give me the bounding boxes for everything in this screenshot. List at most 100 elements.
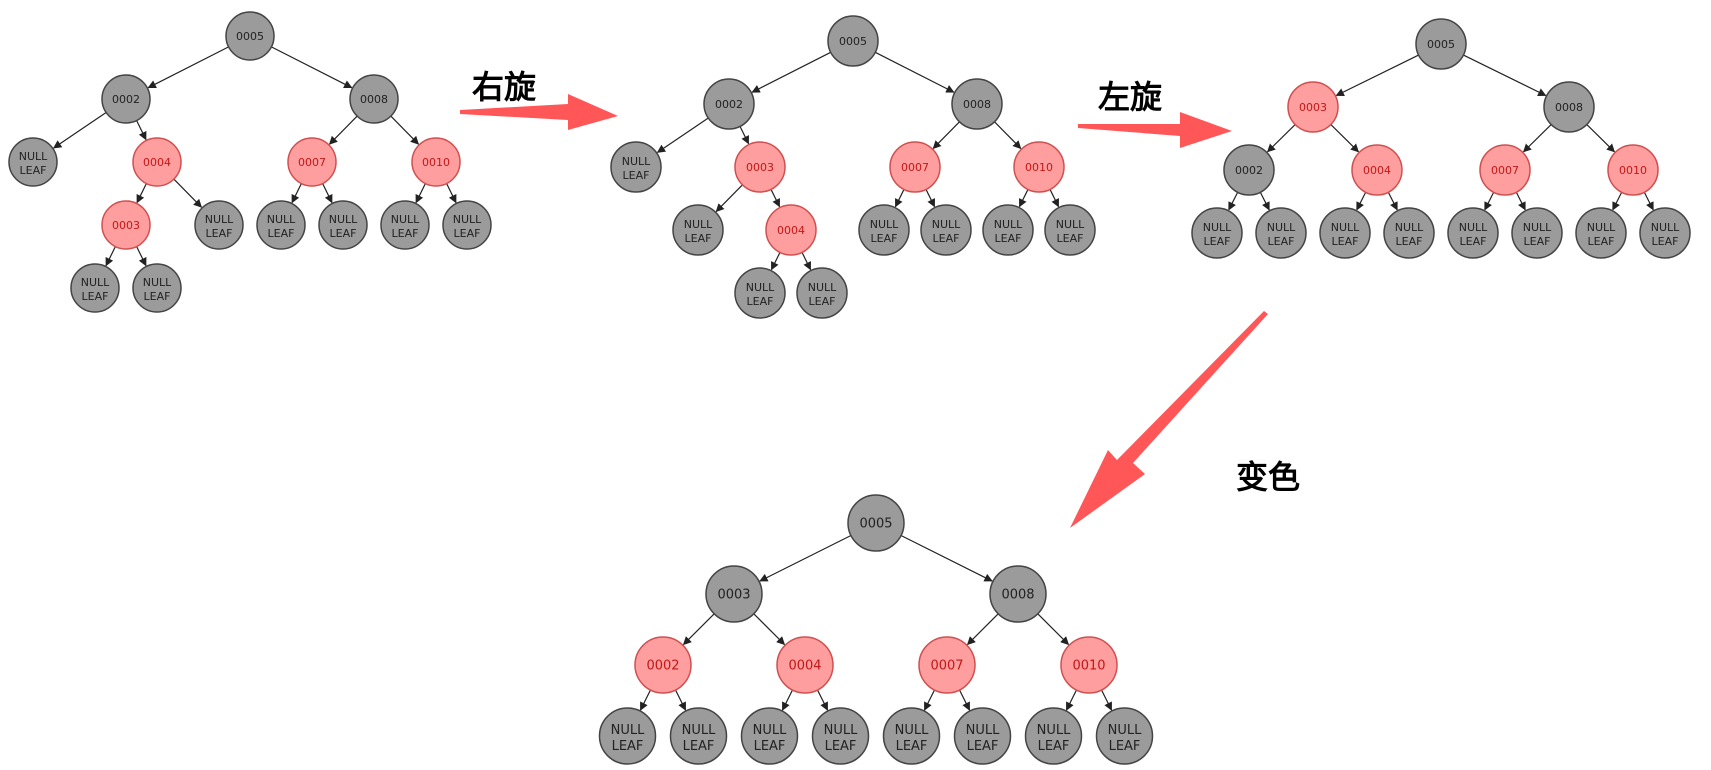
tree-edge (751, 51, 831, 93)
node-key-text: 0010 (422, 156, 450, 169)
null-leaf-text: LEAF (685, 232, 712, 245)
tree-edge (136, 246, 147, 267)
tree-edge (932, 121, 960, 150)
null-leaf-text: NULL (1587, 221, 1616, 234)
node-key-text: 0007 (298, 156, 326, 169)
null-leaf-text: LEAF (871, 232, 898, 245)
tree-edge (966, 613, 999, 646)
node-key-text: 0007 (901, 161, 929, 174)
null-leaf-text: LEAF (683, 739, 715, 754)
tree-edge (801, 252, 812, 271)
node-key-text: 0004 (1363, 164, 1391, 177)
null-leaf-text: LEAF (268, 227, 295, 240)
node-key-text: 0003 (717, 588, 750, 603)
tree-edge (446, 183, 457, 204)
null-leaf-text: LEAF (995, 232, 1022, 245)
node-key-text: 0004 (777, 224, 805, 237)
tree-node-0007-red: 0007 (889, 141, 941, 193)
null-leaf-text: LEAF (1268, 235, 1295, 248)
null-leaf-text: NULL (895, 723, 929, 738)
null-leaf-text: NULL (1459, 221, 1488, 234)
null-leaf-text: NULL (932, 218, 961, 231)
tree-edge (770, 189, 781, 208)
tree-edge (105, 246, 116, 267)
null-leaf-text: LEAF (392, 227, 419, 240)
null-leaf-text: NULL (1267, 221, 1296, 234)
tree-node-0002-black: 0002 (101, 74, 151, 124)
null-leaf-text: NULL (994, 218, 1023, 231)
tree-edge (781, 689, 794, 711)
tree-edge (994, 121, 1022, 150)
tree-edge (1335, 54, 1419, 97)
tree-node-0005-black: 0005 (1415, 18, 1467, 70)
null-leaf-text: LEAF (144, 290, 171, 303)
tree-edge (1586, 124, 1616, 153)
null-leaf-text: NULL (1651, 221, 1680, 234)
tree-edge (1330, 124, 1360, 153)
tree-node-0002-black: 0002 (703, 78, 755, 130)
tree-edge (925, 189, 936, 208)
tree-node-0005-black: 0005 (847, 494, 905, 552)
tree-node-0008-black: 0008 (1543, 81, 1595, 133)
tree-node-0003-red: 0003 (734, 141, 786, 193)
tree-node-0003-red: 0003 (101, 200, 151, 250)
tree-edge (739, 126, 750, 145)
null-leaf-text: LEAF (206, 227, 233, 240)
node-key-text: 0002 (1235, 164, 1263, 177)
tree-edge (674, 689, 687, 711)
tree-edge (1018, 189, 1029, 208)
null-leaf-text: LEAF (1396, 235, 1423, 248)
null-leaf-text: LEAF (967, 739, 999, 754)
null-leaf-text: NULL (622, 155, 651, 168)
null-leaf-text: NULL (267, 213, 296, 226)
null-leaf-text: NULL (1395, 221, 1424, 234)
null-leaf-text: NULL (966, 723, 1000, 738)
null-leaf-text: LEAF (754, 739, 786, 754)
null-leaf-text: LEAF (1109, 739, 1141, 754)
tree-after-right-rotation: 00050002NULLLEAF0003NULLLEAF0004NULLLEAF… (610, 15, 1096, 319)
tree-edge (415, 183, 426, 204)
node-key-text: 0002 (715, 98, 743, 111)
tree-node-0010-red: 0010 (1060, 636, 1118, 694)
null-leaf-text: LEAF (747, 295, 774, 308)
tree-node-0010-red: 0010 (1013, 141, 1065, 193)
tree-node-0003-black: 0003 (705, 565, 763, 623)
tree-edge (656, 117, 709, 153)
tree-edge (1484, 192, 1495, 211)
tree-node-0005-black: 0005 (225, 11, 275, 61)
null-leaf-text: LEAF (20, 164, 47, 177)
node-key-text: 0010 (1072, 659, 1105, 674)
null-leaf-text: NULL (682, 723, 716, 738)
left-rotation-arrow (1078, 112, 1232, 148)
tree-edge (1266, 124, 1296, 153)
tree-edge (875, 51, 955, 93)
tree-node-0004-red: 0004 (132, 137, 182, 187)
tree-node-0010-red: 0010 (411, 137, 461, 187)
tree-edge (753, 613, 786, 646)
tree-edge (136, 183, 147, 204)
tree-edge (1387, 192, 1398, 211)
null-leaf-text: NULL (453, 213, 482, 226)
tree-edge (390, 115, 420, 145)
node-key-text: 0003 (746, 161, 774, 174)
tree-edge (1037, 613, 1070, 646)
node-key-text: 0008 (963, 98, 991, 111)
null-leaf-text: LEAF (1057, 232, 1084, 245)
tree-node-0004-red: 0004 (1351, 144, 1403, 196)
node-key-text: 0005 (1427, 38, 1455, 51)
null-leaf-text: LEAF (82, 290, 109, 303)
